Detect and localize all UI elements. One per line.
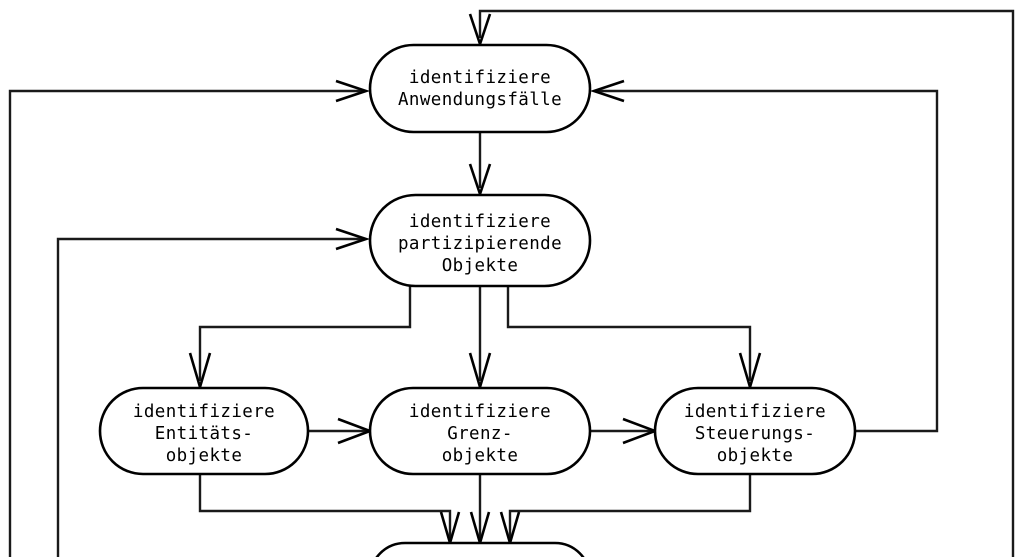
edge-left-inner-into-participating (56, 237, 363, 557)
arrowhead-right-into-use-cases (589, 79, 625, 103)
node-next-step-cut-off-shape (375, 541, 585, 557)
node-control-objects[interactable]: identifiziere Steuerungs- objekte (653, 386, 857, 476)
node-use-cases-line-1: identifiziere (409, 68, 551, 88)
node-entity-objects-shape (98, 386, 310, 476)
node-participating-objects-line-3: Objekte (442, 256, 519, 276)
edge-entity-to-next-step (198, 474, 452, 538)
arrowhead-left-into-use-cases (335, 79, 371, 103)
node-boundary-objects-shape (368, 386, 592, 476)
node-control-objects-line-1: identifiziere (684, 402, 826, 422)
edge-participating-to-control (506, 286, 752, 381)
node-entity-objects[interactable]: identifiziere Entitäts- objekte (98, 386, 310, 476)
node-boundary-objects-line-2: Grenz- (447, 424, 513, 444)
node-participating-objects-line-2: partizipierende (398, 234, 562, 254)
edge-top-feedback-into-use-cases (478, 9, 1015, 557)
node-control-objects-shape (653, 386, 857, 476)
node-use-cases-line-2: Anwendungsfälle (398, 90, 562, 110)
node-boundary-objects[interactable]: identifiziere Grenz- objekte (368, 386, 592, 476)
arrowhead-left-into-participating (335, 227, 371, 251)
node-participating-objects[interactable]: identifiziere partizipierende Objekte (368, 193, 592, 288)
edge-control-to-next-step (508, 474, 752, 538)
node-next-step-cut-off[interactable] (370, 541, 590, 557)
node-entity-objects-line-3: objekte (166, 446, 243, 466)
node-participating-objects-shape (368, 193, 592, 288)
node-boundary-objects-line-3: objekte (442, 446, 519, 466)
node-control-objects-line-3: objekte (717, 446, 794, 466)
node-participating-objects-line-1: identifiziere (409, 212, 551, 232)
node-entity-objects-line-1: identifiziere (133, 402, 275, 422)
node-use-cases[interactable]: identifiziere Anwendungsfälle (368, 43, 592, 134)
node-entity-objects-line-2: Entitäts- (155, 424, 253, 444)
node-use-cases-shape (368, 43, 592, 134)
edge-control-to-use-cases-feedback (597, 89, 939, 433)
node-control-objects-line-2: Steuerungs- (695, 424, 815, 444)
edge-participating-to-entity (198, 286, 412, 381)
node-boundary-objects-line-1: identifiziere (409, 402, 551, 422)
edge-left-feedback-into-use-cases (8, 89, 363, 557)
